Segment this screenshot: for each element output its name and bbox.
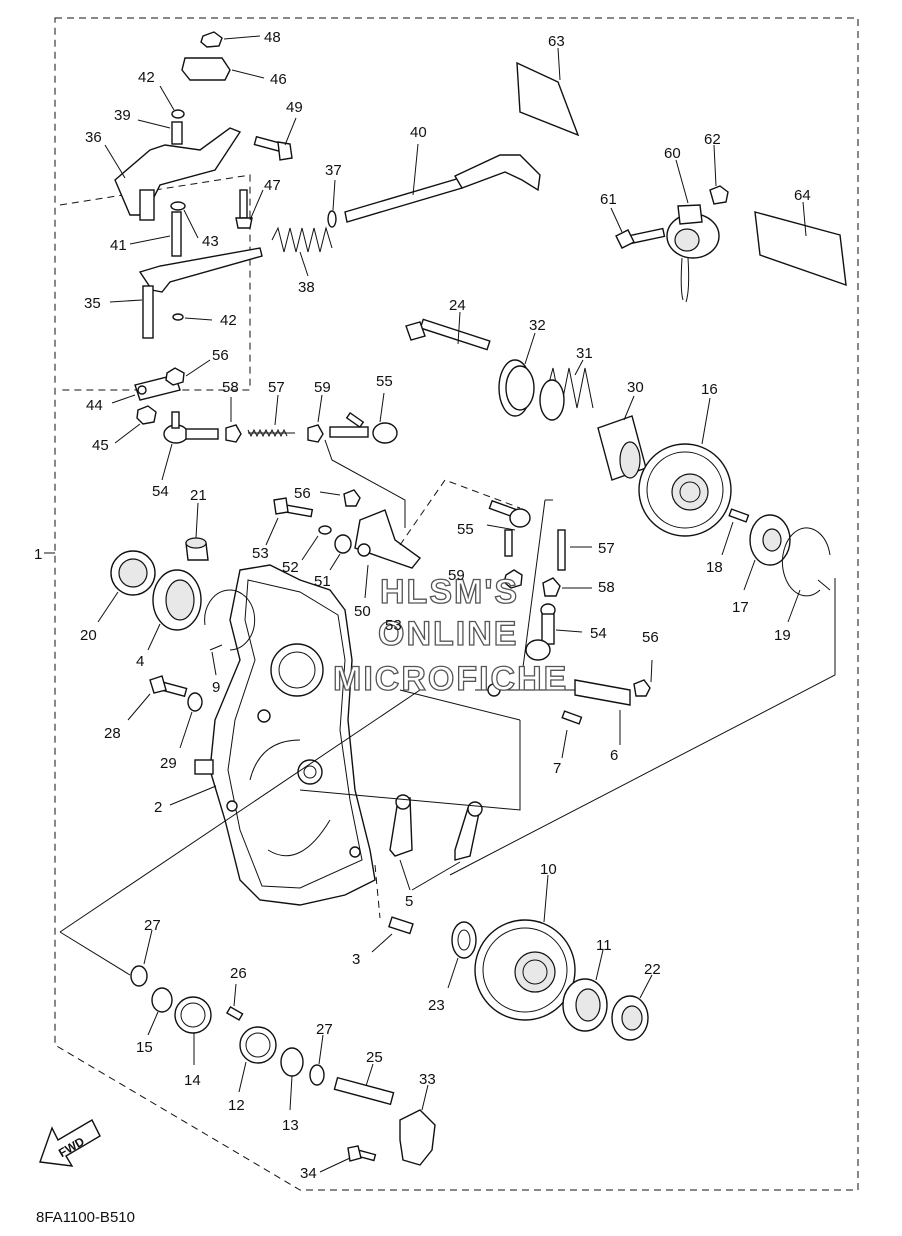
callout-37: 37: [325, 162, 342, 179]
callout-63: 63: [548, 33, 565, 50]
callout-7: 7: [553, 760, 561, 777]
callout-42-lower: 42: [220, 312, 237, 329]
callout-55-mid: 55: [457, 521, 474, 538]
callout-22: 22: [644, 961, 661, 978]
callout-6: 6: [610, 747, 618, 764]
watermark-line-3: MICROFICHE: [333, 660, 568, 698]
label-sticker-63: [516, 61, 580, 137]
callout-32: 32: [529, 317, 546, 334]
callout-14: 14: [184, 1072, 201, 1089]
callout-53: 53: [252, 545, 269, 562]
callout-16: 16: [701, 381, 718, 398]
case-housing: [97, 502, 414, 953]
callout-21: 21: [190, 487, 207, 504]
callout-4: 4: [136, 653, 144, 670]
callout-54-mid: 54: [590, 625, 607, 642]
callout-57: 57: [268, 379, 285, 396]
fwd-arrow-icon: FWD: [39, 1119, 101, 1167]
callout-11: 11: [596, 937, 612, 954]
callout-12: 12: [228, 1097, 245, 1114]
callout-39: 39: [114, 107, 131, 124]
callout-15: 15: [136, 1039, 153, 1056]
callout-56: 56: [212, 347, 229, 364]
callout-24: 24: [449, 297, 466, 314]
callout-1: 1: [34, 546, 42, 563]
callout-27: 27: [144, 917, 161, 934]
callout-20: 20: [80, 627, 97, 644]
callout-48: 48: [264, 29, 281, 46]
diagram-code: 8FA1100-B510: [36, 1209, 135, 1226]
callout-59-mid: 59: [448, 567, 465, 584]
callout-38: 38: [298, 279, 315, 296]
callout-56-right: 56: [642, 629, 659, 646]
callout-51: 51: [314, 573, 331, 590]
callout-45: 45: [92, 437, 109, 454]
callout-17: 17: [732, 599, 749, 616]
watermark: HLSM'S ONLINE MICROFICHE: [332, 572, 568, 698]
lever-parts: [299, 659, 653, 891]
callout-19: 19: [774, 627, 791, 644]
callout-25: 25: [366, 1049, 383, 1066]
callout-31: 31: [576, 345, 593, 362]
callout-42: 42: [138, 69, 155, 86]
middle-linkage: [265, 479, 592, 691]
callout-9: 9: [212, 679, 220, 696]
callout-13: 13: [282, 1117, 299, 1134]
callout-47: 47: [264, 177, 281, 194]
callout-61: 61: [600, 191, 617, 208]
callout-labels: 48 46 42 39 49 36 37 40 47 41 43 38 35 4…: [34, 29, 811, 1182]
callout-56-mid: 56: [294, 485, 311, 502]
watermark-line-1: HLSM'S: [380, 573, 519, 611]
callout-27-lower: 27: [316, 1021, 333, 1038]
callout-62: 62: [704, 131, 721, 148]
callout-29: 29: [160, 755, 177, 772]
callout-41: 41: [110, 237, 127, 254]
callout-59: 59: [314, 379, 331, 396]
label-sticker-64: [754, 211, 847, 287]
callout-26: 26: [230, 965, 247, 982]
callout-2: 2: [154, 799, 162, 816]
callout-52: 52: [282, 559, 299, 576]
callout-36: 36: [85, 129, 102, 146]
watermark-line-2: ONLINE: [378, 615, 518, 653]
callout-54: 54: [152, 483, 169, 500]
callout-33: 33: [419, 1071, 436, 1088]
lower-gear-group: [59, 689, 653, 1173]
retainer-parts: [449, 508, 836, 876]
callout-3: 3: [352, 951, 360, 968]
callout-55: 55: [376, 373, 393, 390]
callout-23: 23: [428, 997, 445, 1014]
callout-60: 60: [664, 145, 681, 162]
callout-28: 28: [104, 725, 121, 742]
callout-34: 34: [300, 1165, 317, 1182]
callout-58: 58: [222, 379, 239, 396]
sensor-assembly: [610, 144, 729, 303]
callout-64: 64: [794, 187, 811, 204]
callout-44: 44: [86, 397, 103, 414]
assembly-boundary: [54, 17, 859, 1191]
callout-53-mid: 53: [385, 617, 402, 634]
callout-58-mid: 58: [598, 579, 615, 596]
callout-49: 49: [286, 99, 303, 116]
callout-30: 30: [627, 379, 644, 396]
callout-10: 10: [540, 861, 557, 878]
callout-57-mid: 57: [598, 540, 615, 557]
linkage-group: [59, 31, 541, 528]
callout-46: 46: [270, 71, 287, 88]
callout-40: 40: [410, 124, 427, 141]
callout-18: 18: [706, 559, 723, 576]
clutch-assembly: [405, 311, 732, 537]
callout-5: 5: [405, 893, 413, 910]
callout-35: 35: [84, 295, 101, 312]
callout-43: 43: [202, 233, 219, 250]
callout-50: 50: [354, 603, 371, 620]
